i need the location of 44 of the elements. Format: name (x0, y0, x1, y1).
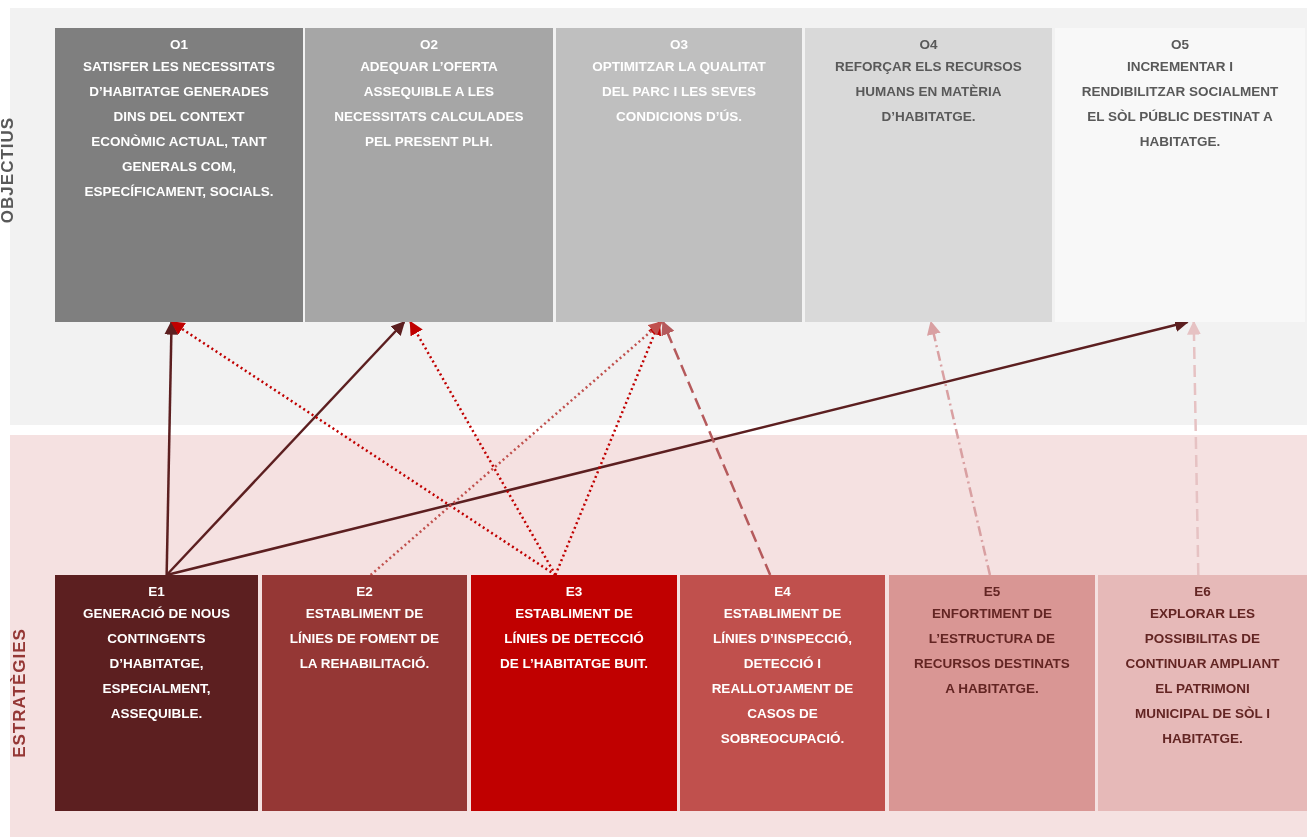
box-description: OPTIMITZAR LA QUALITAT DEL PARC I LES SEVES CONDICIONS D’ÚS. (591, 58, 767, 126)
box-description: ADEQUAR L’OFERTA ASSEQUIBLE A LES NECESSITATS CALCULADES PEL PRESENT PLH. (333, 58, 525, 151)
arrow (164, 320, 179, 576)
box-code: O4 (918, 36, 939, 54)
strategy-box (471, 575, 677, 811)
box-description: ESTABLIMENT DE LÍNIES D’INSPECCIÓ, DETECCIÓ I REALLOTJAMENT DE CASOS DE SOBREOCUPACIÓ. (710, 605, 855, 748)
section-label: OBJECTIUS (0, 116, 19, 224)
objective-box (556, 28, 802, 322)
box-code: O5 (1170, 36, 1190, 54)
box-code: E3 (564, 583, 584, 601)
box-description: ESTABLIMENT DE LÍNIES DE DETECCIÓ DE L’HABITATGE BUIT. (499, 605, 649, 673)
arrow (409, 320, 557, 576)
box-description: ENFORTIMENT DE L’ESTRUCTURA DE RECURSOS DESTINATS A HABITATGE. (913, 605, 1071, 698)
box-code: E6 (1193, 583, 1212, 601)
section-label: ESTRATÈGIES (9, 628, 30, 758)
box-code: E4 (773, 583, 792, 601)
objective-box (805, 28, 1052, 322)
objective-box (55, 28, 303, 322)
arrow (165, 321, 406, 576)
box-code: O3 (669, 36, 689, 54)
strategy-box (1098, 575, 1307, 811)
box-description: GENERACIÓ DE NOUS CONTINGENTS D’HABITATGE, ESPECIALMENT, ASSEQUIBLE. (82, 605, 231, 723)
box-description: EXPLORAR LES POSSIBILITAS DE CONTINUAR AMPLIANT EL PATRIMONI MUNICIPAL DE SÒL I HABITATGE. (1124, 605, 1281, 748)
objective-box (1055, 28, 1305, 322)
arrow (927, 320, 992, 576)
box-code: O1 (169, 36, 189, 54)
arrow (661, 320, 772, 576)
objective-box (305, 28, 553, 322)
box-description: REFORÇAR ELS RECURSOS HUMANS EN MATÈRIA D’HABITATGE. (834, 58, 1023, 126)
box-description: ESTABLIMENT DE LÍNIES DE FOMENT DE LA REHABILITACIÓ. (288, 605, 441, 673)
arrow (170, 320, 557, 577)
strategy-box (889, 575, 1095, 811)
strategy-box (262, 575, 467, 811)
box-code: O2 (419, 36, 439, 54)
section-band (10, 435, 1307, 837)
box-description: INCREMENTAR I RENDIBILITZAR SOCIALMENT EL SÒL PÚBLIC DESTINAT A HABITATGE. (1080, 58, 1280, 151)
box-code: E1 (147, 583, 166, 601)
box-description: SATISFER LES NECESSITATS D’HABITATGE GENERADES DINS DEL CONTEXT ECONÒMIC ACTUAL, TANT GENERALS COM, ESPECÍFICAMENT, SOCIALS. (82, 58, 276, 201)
arrow (1187, 320, 1201, 576)
strategy-box (55, 575, 258, 811)
strategy-box (680, 575, 885, 811)
arrow (369, 321, 663, 576)
box-code: E5 (982, 583, 1002, 601)
box-code: E2 (355, 583, 374, 601)
